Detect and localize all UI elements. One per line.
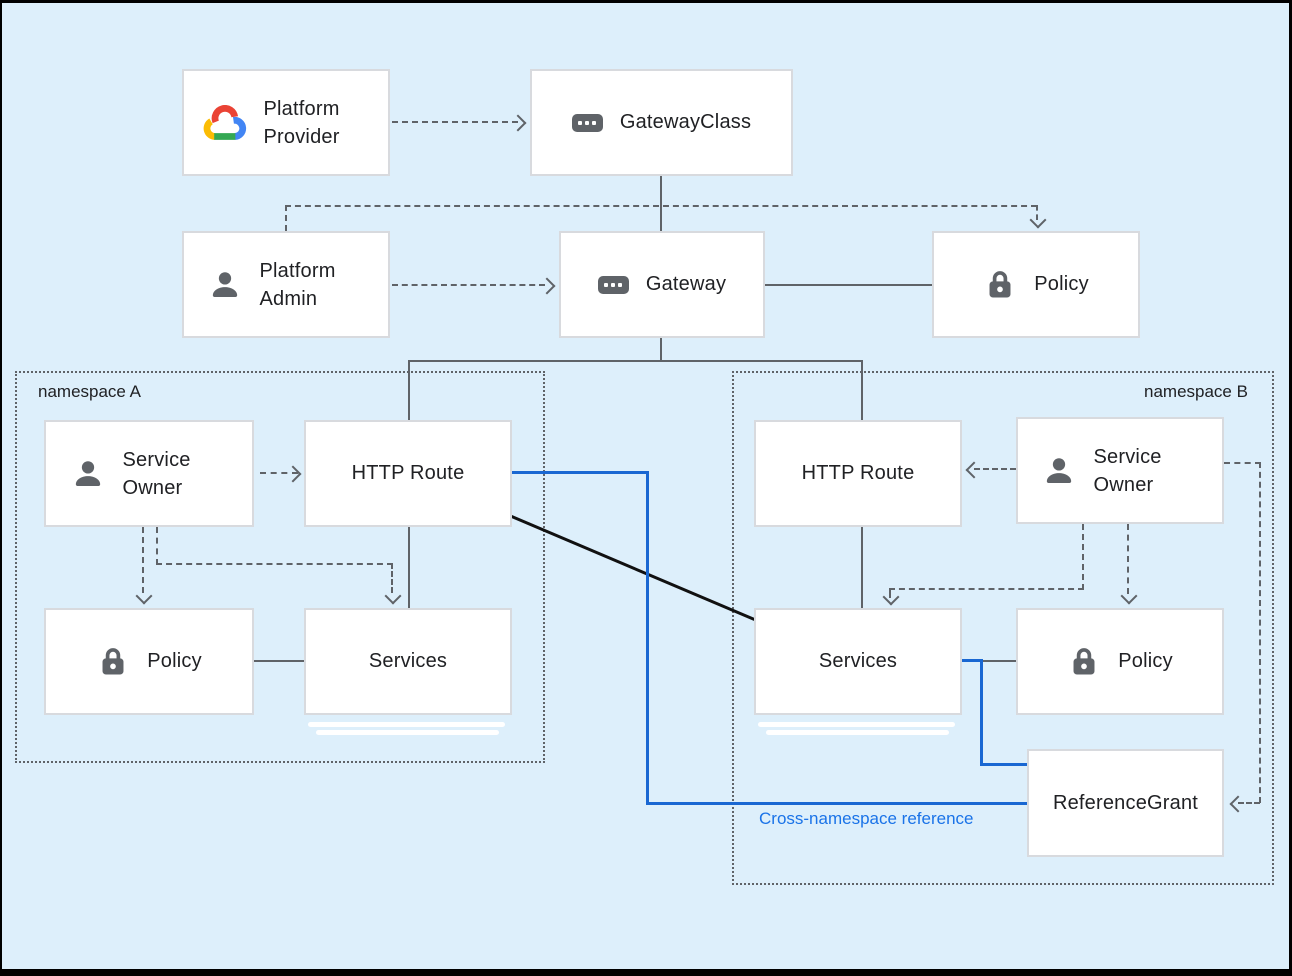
node-label: Services <box>818 650 898 672</box>
connector-owner-b-to-refgrant-down <box>1259 462 1261 803</box>
node-label: Platform Admin <box>259 259 336 310</box>
connector-admin-to-policy-up <box>285 205 287 231</box>
lock-icon <box>989 270 1011 297</box>
node-services-b: Services <box>754 608 962 715</box>
connector-gateway-down <box>660 338 662 362</box>
connector-httproute-a-to-services-b <box>510 515 756 621</box>
node-reference-grant: ReferenceGrant <box>1027 749 1224 857</box>
services-b-to-refgrant-in <box>980 763 1029 766</box>
lock-icon <box>1073 647 1095 674</box>
node-label: Service Owner <box>1093 445 1162 496</box>
node-platform-provider: Platform Provider <box>182 69 390 176</box>
person-icon <box>212 271 237 297</box>
namespace-a-label: namespace A <box>38 382 142 401</box>
resource-icon <box>597 275 629 294</box>
node-services-a: Services <box>304 608 512 715</box>
arrow-right-icon <box>509 114 527 132</box>
node-label: Service Owner <box>122 448 191 499</box>
services-a-stack-bar <box>316 730 499 735</box>
node-label: Policy <box>1034 273 1089 295</box>
arrow-down-icon <box>1029 211 1047 229</box>
connector-gateway-to-policy <box>765 284 932 286</box>
connector-owner-b-to-refgrant-in <box>1238 802 1260 804</box>
lock-icon <box>102 647 124 674</box>
connector-owner-a-to-policy-a <box>142 527 144 593</box>
node-label: HTTP Route <box>801 462 915 484</box>
cross-namespace-line-down <box>646 471 649 805</box>
connector-owner-b-to-policy-b <box>1127 524 1129 594</box>
node-gatewayclass: GatewayClass <box>530 69 793 176</box>
namespace-b-label: namespace B <box>1144 382 1248 401</box>
connector-owner-a-to-services-a-drop <box>391 563 393 593</box>
node-label: Services <box>368 650 448 672</box>
cross-namespace-line-across <box>646 802 1029 805</box>
node-service-owner-b: Service Owner <box>1016 417 1224 524</box>
node-policy-a: Policy <box>44 608 254 715</box>
node-label: Platform Provider <box>263 97 340 148</box>
node-http-route-a: HTTP Route <box>304 420 512 527</box>
node-label: Gateway <box>645 273 727 295</box>
connector-provider-to-gatewayclass <box>392 121 518 123</box>
namespace-b-group <box>732 371 1274 885</box>
connector-owner-a-to-services-a-across <box>156 563 393 565</box>
connector-admin-to-policy-across <box>285 205 1037 207</box>
resource-icon <box>571 113 603 132</box>
connector-owner-b-to-services-b-drop <box>889 588 891 598</box>
node-service-owner-a: Service Owner <box>44 420 254 527</box>
connector-owner-b-to-services-b-down <box>1082 524 1084 590</box>
node-label: Policy <box>147 650 202 672</box>
cross-namespace-reference-label: Cross-namespace reference <box>759 809 974 828</box>
arrow-right-icon <box>538 277 556 295</box>
connector-gatewayclass-to-gateway <box>660 176 662 231</box>
services-b-to-refgrant-out <box>962 659 983 662</box>
connector-owner-b-to-refgrant-out <box>1224 462 1261 464</box>
google-cloud-logo-icon <box>203 104 246 140</box>
node-label: HTTP Route <box>351 462 465 484</box>
node-label: GatewayClass <box>619 111 752 133</box>
node-platform-admin: Platform Admin <box>182 231 390 338</box>
person-icon <box>75 460 100 486</box>
connector-owner-b-to-services-b-across <box>889 588 1084 590</box>
person-icon <box>1046 457 1071 483</box>
node-label: ReferenceGrant <box>1052 791 1199 814</box>
cross-namespace-line-out <box>512 471 649 474</box>
connector-services-b-to-policy-b <box>983 660 1016 662</box>
services-b-stack-bar <box>766 730 949 735</box>
connector-gateway-splitter <box>408 360 863 362</box>
services-a-stack-bar <box>308 722 505 727</box>
connector-policy-a-to-services-a <box>254 660 304 662</box>
connector-admin-to-policy-down <box>1036 205 1038 220</box>
connector-owner-a-to-services-a-down <box>156 527 158 565</box>
services-b-stack-bar <box>758 722 955 727</box>
node-gateway: Gateway <box>559 231 765 338</box>
namespace-a-group <box>15 371 545 763</box>
connector-owner-b-to-httproute-b <box>974 468 1016 470</box>
connector-owner-a-to-httproute-a <box>260 472 298 474</box>
connector-admin-to-gateway <box>392 284 545 286</box>
services-b-to-refgrant-down <box>980 659 983 766</box>
node-http-route-b: HTTP Route <box>754 420 962 527</box>
node-label: Policy <box>1118 650 1173 672</box>
node-policy-b: Policy <box>1016 608 1224 715</box>
node-policy-top: Policy <box>932 231 1140 338</box>
